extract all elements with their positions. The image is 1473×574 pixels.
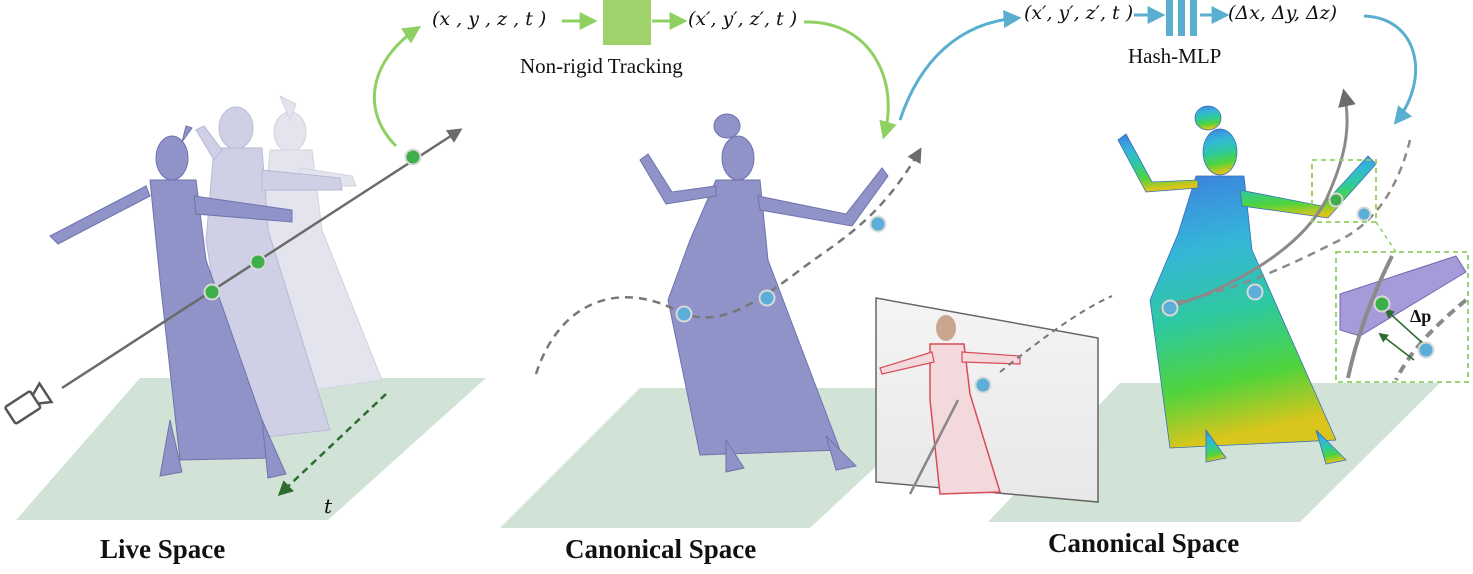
photo-point — [974, 376, 992, 394]
mlp-caption: Hash-MLP — [1128, 44, 1222, 68]
zoom-inset — [1335, 251, 1469, 383]
canonical-right-point-blue — [1356, 206, 1372, 222]
tracking-input-label: (x , y , z , t ) — [432, 8, 547, 30]
tracking-caption: Non-rigid Tracking — [520, 54, 683, 78]
zoom-point-green — [1373, 295, 1391, 313]
highlight-box — [1311, 159, 1377, 223]
time-label: t — [324, 494, 333, 518]
zoom-point-blue — [1417, 341, 1435, 359]
canonical-right-point-mid — [1246, 283, 1264, 301]
zoom-connector — [1375, 221, 1397, 253]
time-arrow — [277, 393, 387, 497]
live-space-title: Live Space — [100, 534, 226, 564]
canonical-right-figure — [1117, 105, 1377, 465]
curve-live-to-tracking — [372, 26, 421, 148]
curve-tracking-to-canonical — [803, 20, 897, 140]
mlp-input-label: (x′, y′, z′, t ) — [1024, 2, 1134, 24]
mlp-output-label: (Δx, Δy, Δz) — [1228, 2, 1338, 24]
curve-mlp-to-canonical — [1363, 14, 1418, 125]
canonical-mid-title: Canonical Space — [565, 534, 757, 564]
live-point-upper — [404, 148, 422, 166]
canonical-right-point-left — [1161, 299, 1179, 317]
canonical-mid-dashed-ray — [534, 147, 922, 375]
canonical-mid-figure — [639, 113, 889, 473]
canonical-mid-point-upper — [869, 215, 887, 233]
live-point-lower — [203, 283, 221, 301]
canonical-mid-point-left — [675, 305, 693, 323]
curve-canonical-to-mlp — [898, 10, 1022, 121]
mlp-block — [1166, 0, 1197, 36]
input-photo-frame — [875, 297, 1099, 503]
tracking-block — [603, 0, 651, 45]
live-point-middle — [249, 253, 267, 271]
live-figure-front — [49, 125, 293, 479]
delta-p-label: Δp — [1410, 306, 1432, 326]
canonical-right-point-green — [1328, 192, 1344, 208]
photo-ray-continuation — [999, 295, 1113, 373]
canonical-right-dashed-ray — [1175, 139, 1412, 304]
camera-icon — [4, 381, 54, 425]
canonical-right-title: Canonical Space — [1048, 528, 1240, 558]
canonical-right-solid-ray — [1159, 88, 1356, 312]
tracking-output-label: (x′, y′, z′, t ) — [688, 8, 798, 30]
canonical-mid-point-right — [758, 289, 776, 307]
